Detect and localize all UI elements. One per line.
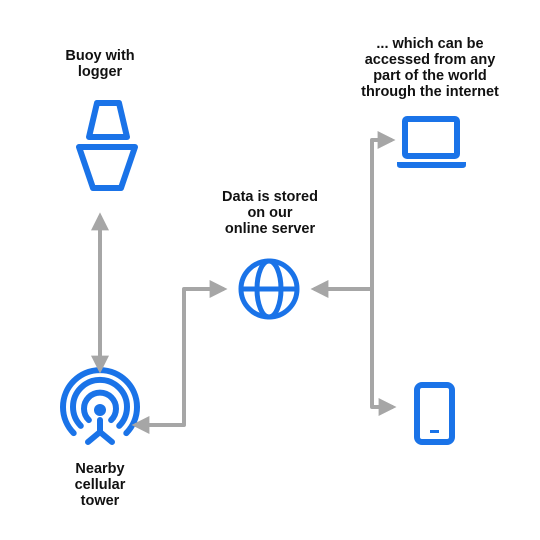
laptop-icon (397, 116, 466, 168)
tower-label-line: Nearby (75, 461, 125, 477)
globe-icon (238, 258, 300, 320)
buoy-label-line: Buoy with (65, 48, 135, 64)
buoy-label: Buoy with logger (40, 48, 160, 80)
server-label-line: Data is stored (222, 189, 318, 205)
arrow-to-laptop (370, 131, 396, 289)
cellular-tower-icon (60, 367, 140, 445)
server-label: Data is stored on our online server (200, 189, 340, 237)
tower-label: Nearby cellular tower (45, 461, 155, 509)
access-label-line: accessed from any (364, 52, 496, 68)
access-label-line: part of the world (373, 68, 487, 84)
buoy-icon (76, 100, 138, 191)
smartphone-icon (414, 382, 455, 445)
access-label-line: ... which can be (376, 36, 484, 52)
tower-label-line: cellular (74, 477, 126, 493)
server-label-line: online server (224, 221, 316, 237)
server-label-line: on our (247, 205, 293, 221)
arrow-tower-server (131, 280, 228, 434)
arrow-to-phone (370, 289, 397, 416)
tower-label-line: tower (80, 493, 120, 509)
buoy-label-line: logger (77, 64, 123, 80)
access-label-line: through the internet (361, 84, 499, 100)
access-label: ... which can be accessed from any part … (335, 36, 525, 100)
